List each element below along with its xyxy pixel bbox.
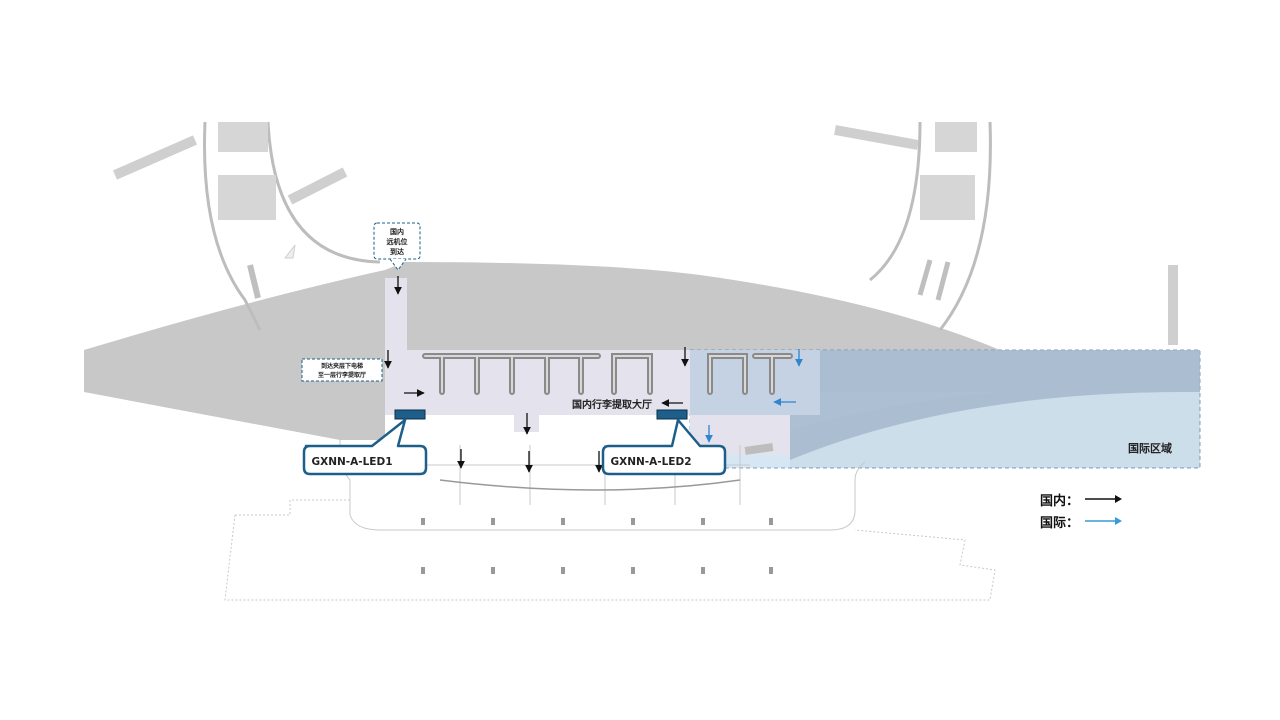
escalator-note-line-1: 到达夹层下电梯 [321, 362, 363, 370]
escalator-note-line-2: 至一层行李提取厅 [318, 371, 366, 379]
legend-international: 国际： [1040, 510, 1123, 532]
led-screen-2[interactable]: GXNN-A-LED2 [601, 409, 727, 476]
international-apron-overlay [790, 350, 1200, 460]
baggage-carousels [422, 353, 793, 395]
baggage-hall-label: 国内行李提取大厅 [572, 398, 652, 411]
remote-stand-note: 国内 远机位 到达 [373, 222, 421, 271]
legend-domestic-arrow-icon [1085, 495, 1123, 503]
right-pier [834, 121, 1178, 345]
led-screen-2-label: GXNN-A-LED2 [610, 456, 691, 468]
international-flow-arrows [705, 349, 803, 443]
legend-international-label: 国际： [1040, 515, 1080, 531]
led-screen-1[interactable]: GXNN-A-LED1 [302, 409, 428, 476]
left-pier [112, 121, 381, 331]
escalator-note: 到达夹层下电梯 至一层行李提取厅 [301, 358, 383, 382]
remote-stand-line-3: 到达 [390, 247, 404, 256]
remote-stand-line-1: 国内 [390, 227, 404, 236]
legend-domestic-label: 国内： [1040, 493, 1080, 509]
remote-stand-line-2: 远机位 [387, 237, 408, 246]
international-zone-label: 国际区域 [1128, 441, 1172, 455]
legend-international-arrow-icon [1085, 517, 1123, 525]
legend: 国内： 国际： [1040, 488, 1123, 532]
led-screen-1-label: GXNN-A-LED1 [311, 456, 392, 468]
domestic-flow-arrows [384, 276, 689, 473]
legend-domestic: 国内： [1040, 488, 1123, 510]
